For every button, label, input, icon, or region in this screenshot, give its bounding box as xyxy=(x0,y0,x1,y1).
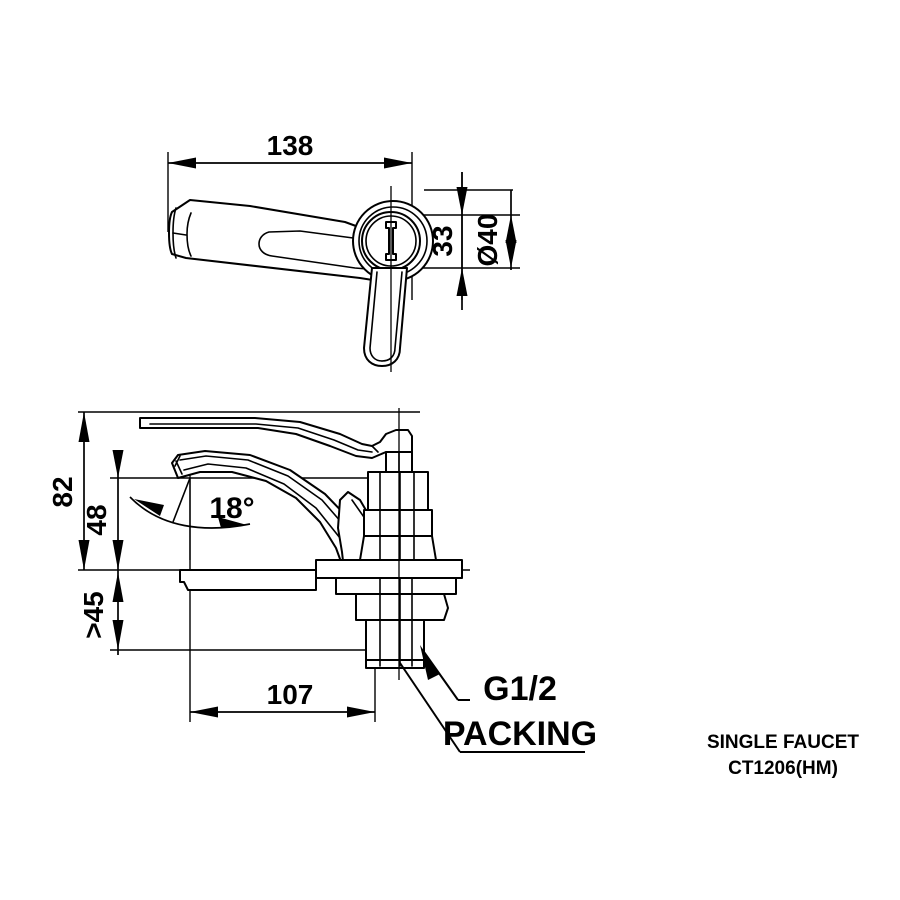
dimension-107-label: 107 xyxy=(267,679,314,710)
model-code-label: CT1206(HM) xyxy=(728,758,838,779)
top-view-group: 138 33 Ø40 xyxy=(167,130,520,372)
dimension-48-label: 48 xyxy=(81,504,112,535)
dimension-angle-18: 18° xyxy=(129,460,255,560)
dimension-82: 82 xyxy=(47,412,90,570)
mounting-shank xyxy=(335,577,457,669)
dimension-48: 48 xyxy=(81,450,124,570)
side-view-group: 82 48 >45 1 xyxy=(47,408,470,722)
valve-body-side xyxy=(359,471,437,561)
dimension-dia40: Ø40 xyxy=(472,190,517,270)
product-name-label: SINGLE FAUCET xyxy=(707,732,859,753)
dimension-dia40-label: Ø40 xyxy=(472,214,503,267)
deck-flange xyxy=(179,559,463,591)
dimension-82-label: 82 xyxy=(47,476,78,507)
dimension-45-label: >45 xyxy=(78,591,109,639)
dimension-45-min: >45 xyxy=(78,570,124,655)
callouts-group: G1/2 PACKING xyxy=(399,645,597,753)
dimension-138-label: 138 xyxy=(267,130,314,161)
callout-g12: G1/2 xyxy=(420,645,557,708)
dimension-138: 138 xyxy=(168,130,412,169)
callout-packing: PACKING xyxy=(399,662,597,753)
callout-packing-label: PACKING xyxy=(443,715,597,753)
angle-18-label: 18° xyxy=(209,492,254,525)
title-block: SINGLE FAUCET CT1206(HM) xyxy=(707,732,859,779)
dimension-107: 107 xyxy=(189,478,376,722)
callout-g12-label: G1/2 xyxy=(483,670,557,708)
spout-top xyxy=(363,267,408,367)
